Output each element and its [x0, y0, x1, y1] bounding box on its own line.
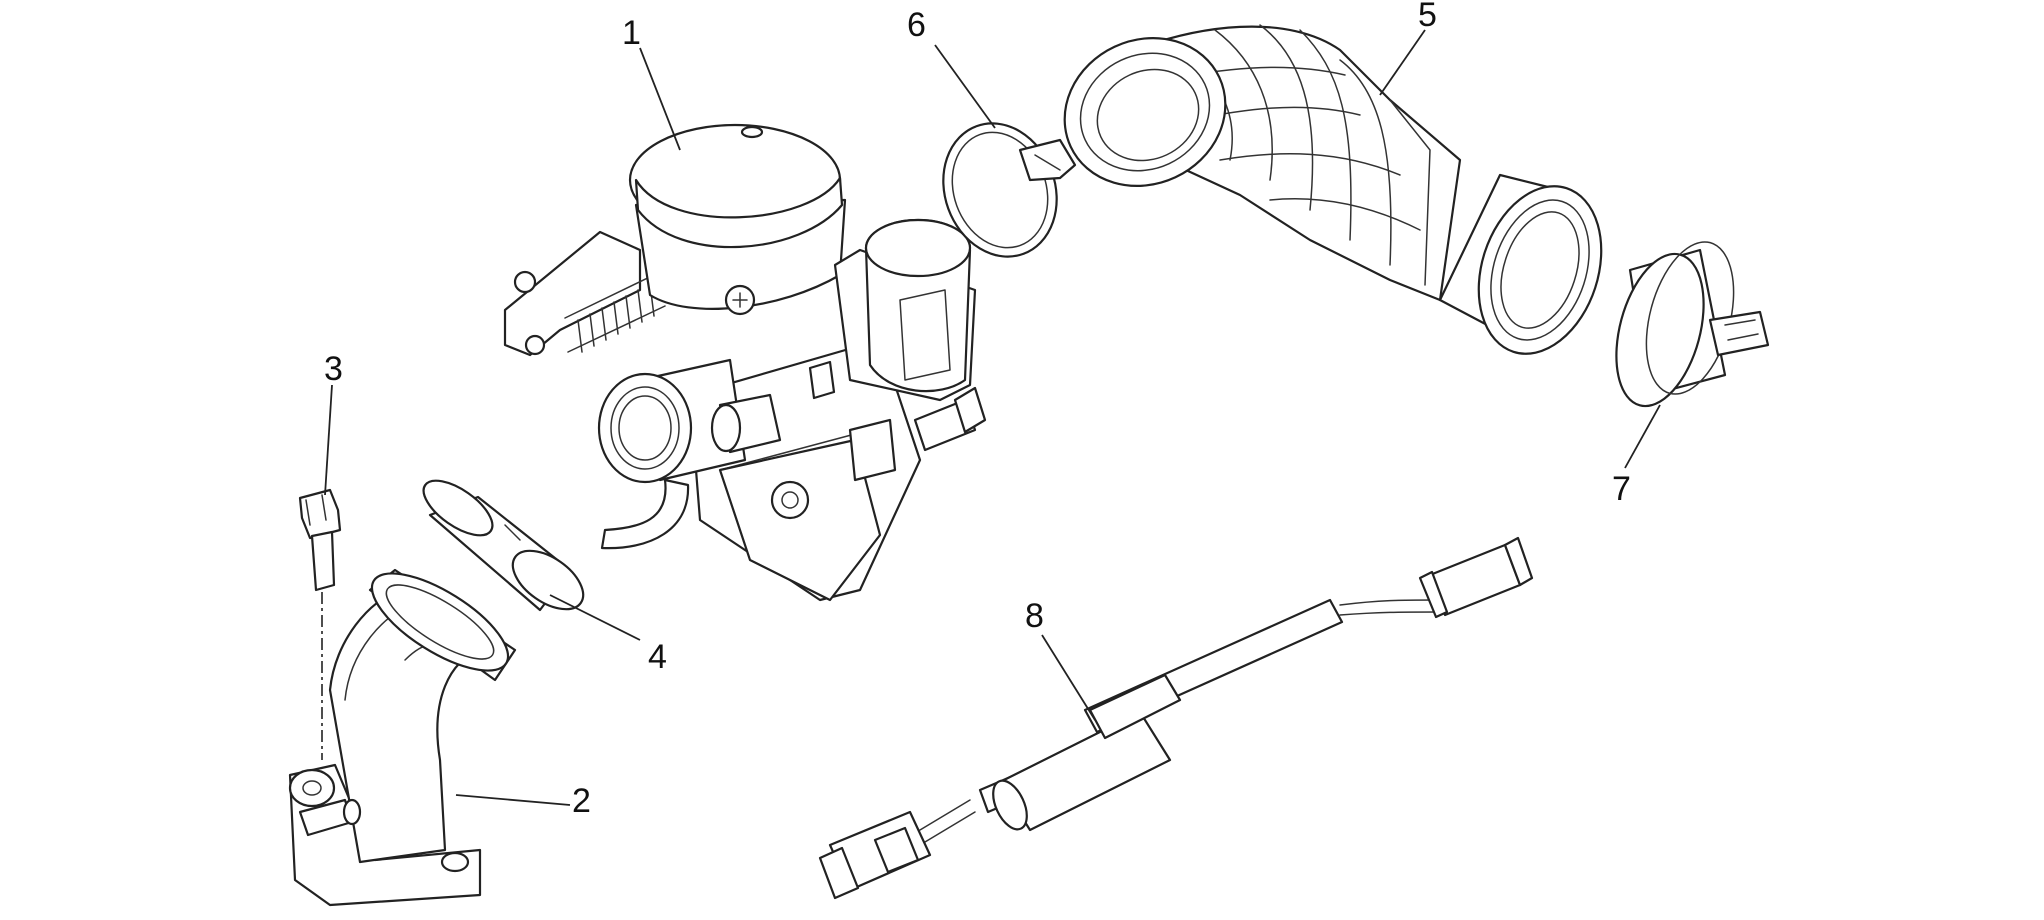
part-3-bolt[interactable] — [298, 488, 342, 592]
callout-5: 5 — [1418, 0, 1437, 34]
hose-grid-ribs — [1159, 24, 1431, 286]
callout-3: 3 — [324, 350, 343, 388]
part-6-hose-clamp[interactable] — [925, 107, 1077, 272]
part-7-hose-clamp[interactable] — [1601, 232, 1770, 415]
callout-8: 8 — [1025, 597, 1044, 635]
callout-4: 4 — [648, 638, 667, 676]
part-8-wiring-harness[interactable] — [818, 536, 1534, 900]
part-4-spacer-ring[interactable] — [415, 470, 593, 621]
callout-6: 6 — [907, 6, 926, 44]
callout-2: 2 — [572, 782, 591, 820]
callout-1: 1 — [622, 14, 641, 52]
callout-7: 7 — [1612, 470, 1631, 508]
part-5-intake-hose[interactable] — [1040, 12, 1621, 370]
part-1-carburetor[interactable] — [503, 123, 987, 602]
throttle-spring — [564, 271, 666, 353]
leader-lines — [324, 29, 1661, 806]
part-2-intake-manifold[interactable] — [288, 555, 522, 907]
